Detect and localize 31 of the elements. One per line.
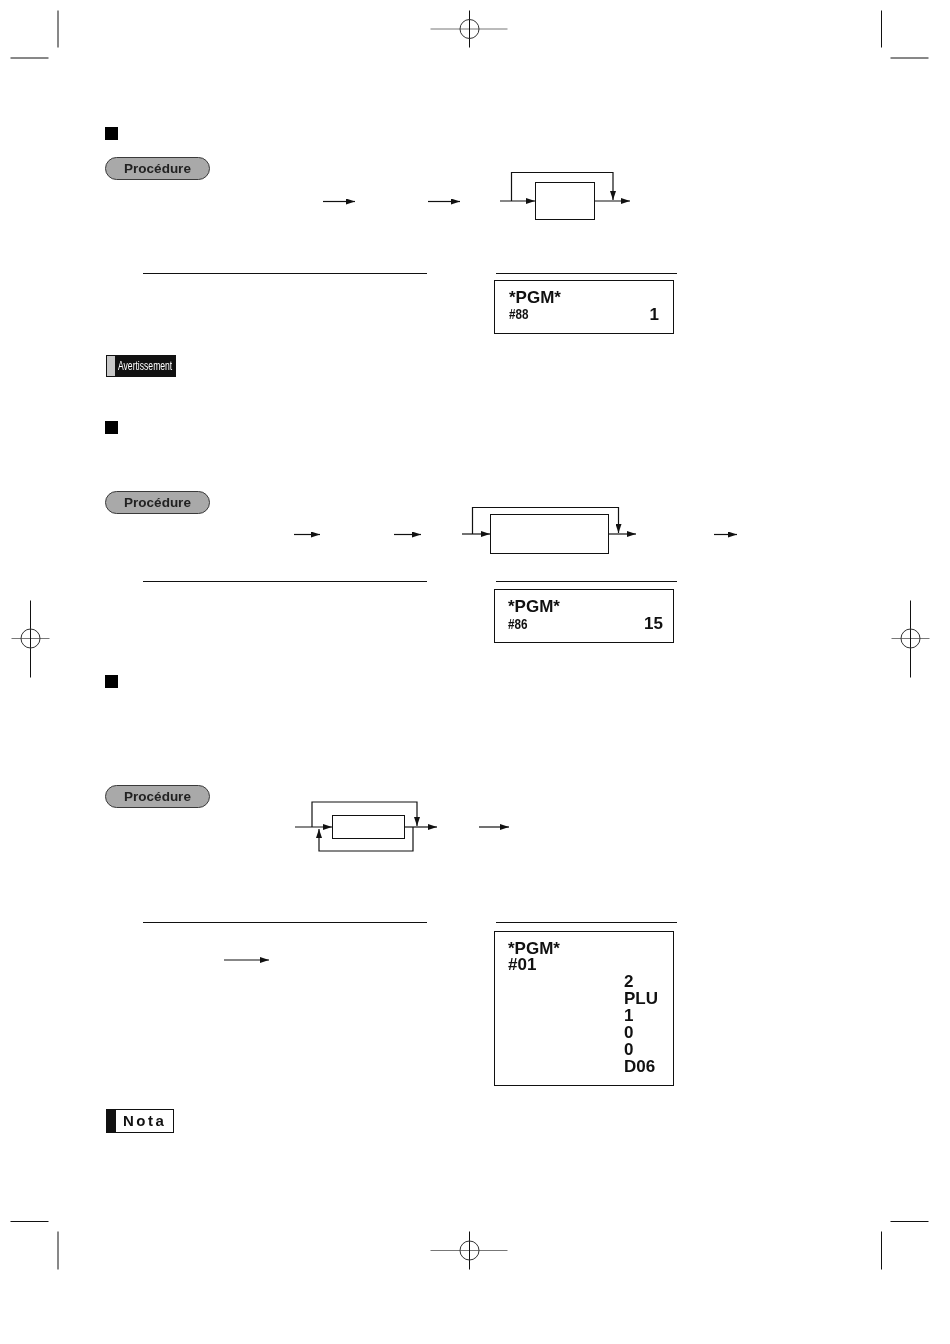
display-text: #01 [508, 956, 537, 973]
note-tag: Nota [106, 1109, 174, 1133]
display-text: 15 [644, 615, 663, 632]
display-text: PLU [624, 990, 658, 1007]
display-text: 0 [624, 1024, 634, 1041]
procedure-tag: Procédure [105, 491, 210, 514]
process-box [490, 514, 609, 554]
display-text: *PGM* [509, 289, 561, 306]
warning-tag: Avertissement [106, 355, 176, 377]
process-box [332, 815, 405, 839]
display-screen [494, 280, 674, 334]
arrow [594, 198, 631, 204]
arrow [294, 824, 333, 830]
arrow [461, 531, 491, 537]
arrow [499, 198, 536, 204]
arrow [608, 531, 637, 537]
display-text: #88 [509, 306, 529, 321]
display-text: D06 [624, 1058, 656, 1075]
display-screen [494, 931, 674, 1086]
display-screen [494, 589, 674, 643]
display-text: 1 [649, 306, 659, 323]
display-text: 0 [624, 1041, 634, 1058]
display-text: #86 [508, 616, 528, 631]
display-text: 2 [624, 973, 634, 990]
display-text: *PGM* [508, 940, 560, 957]
procedure-tag: Procédure [105, 785, 210, 808]
procedure-tag: Procédure [105, 157, 210, 180]
display-text: *PGM* [508, 598, 560, 615]
process-box [535, 182, 595, 220]
display-text: 1 [624, 1007, 634, 1024]
arrow [404, 824, 438, 830]
